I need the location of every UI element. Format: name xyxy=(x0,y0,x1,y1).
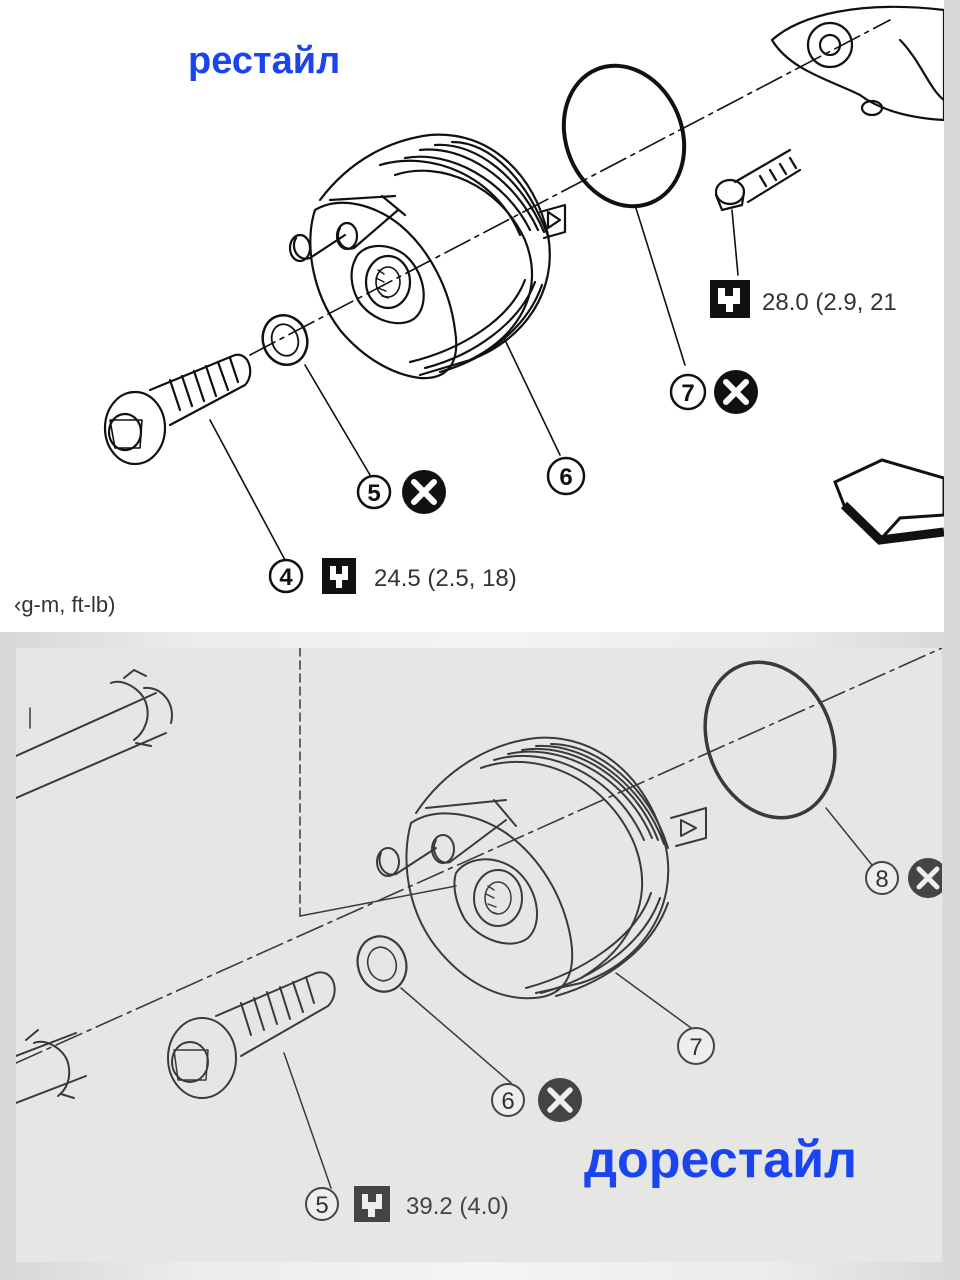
torque-wrench-icon xyxy=(322,558,356,594)
torque-wrench-icon xyxy=(710,280,750,318)
callout-7: 7 xyxy=(677,1027,715,1065)
washer-6 xyxy=(356,935,408,993)
callout-6: 6 xyxy=(491,1083,525,1117)
restyle-diagram: 4 24.5 (2.5, 18) ‹g-m, ft-lb) 5 6 7 xyxy=(14,5,944,617)
torque-value-bolt: 24.5 (2.5, 18) xyxy=(374,565,517,592)
pre-restyle-diagram: 8 7 6 5 39.2 (4.0) xyxy=(16,648,942,1222)
center-axis-line xyxy=(16,648,942,1064)
svg-text:5: 5 xyxy=(315,1192,328,1219)
o-ring-8 xyxy=(703,660,837,820)
hose-upper xyxy=(16,669,173,799)
upper-bolt xyxy=(714,148,802,212)
oil-cooler-7 xyxy=(376,736,707,1000)
washer-5 xyxy=(261,314,309,366)
pre-restyle-panel: 8 7 6 5 39.2 (4.0) дорестайл xyxy=(16,648,942,1262)
replace-x-icon xyxy=(538,1078,582,1122)
banjo-bolt-5 xyxy=(167,971,336,1099)
svg-text:7: 7 xyxy=(681,380,694,407)
torque-value-bolt: 39.2 (4.0) xyxy=(406,1193,509,1220)
torque-units: ‹g-m, ft-lb) xyxy=(14,592,115,617)
o-ring-7 xyxy=(561,63,687,209)
replace-x-icon xyxy=(402,470,446,514)
oil-cooler-6 xyxy=(288,133,567,380)
svg-text:6: 6 xyxy=(559,464,572,491)
callout-5: 5 xyxy=(305,1187,339,1221)
direction-arrow-icon xyxy=(833,458,944,545)
hose-lower xyxy=(16,1029,87,1104)
svg-text:5: 5 xyxy=(367,480,380,507)
banjo-bolt-4 xyxy=(103,353,252,466)
restyle-title: рестайл xyxy=(188,40,341,82)
callout-4: 4 xyxy=(268,558,304,594)
engine-housing-part xyxy=(770,5,944,122)
callout-5: 5 xyxy=(356,474,392,510)
torque-wrench-icon xyxy=(354,1186,390,1222)
replace-x-icon xyxy=(714,370,758,414)
restyle-panel: 4 24.5 (2.5, 18) ‹g-m, ft-lb) 5 6 7 xyxy=(0,0,944,632)
callout-8: 8 xyxy=(865,861,899,895)
svg-text:4: 4 xyxy=(279,564,293,591)
svg-text:6: 6 xyxy=(501,1088,514,1115)
svg-text:8: 8 xyxy=(875,866,888,893)
pre-restyle-title: дорестайл xyxy=(584,1131,858,1189)
torque-value-upper: 28.0 (2.9, 21 xyxy=(762,289,897,316)
replace-x-icon xyxy=(908,858,942,898)
center-axis-line xyxy=(249,19,891,356)
svg-text:7: 7 xyxy=(689,1034,702,1061)
callout-6: 6 xyxy=(546,456,586,496)
callout-7: 7 xyxy=(669,373,707,411)
